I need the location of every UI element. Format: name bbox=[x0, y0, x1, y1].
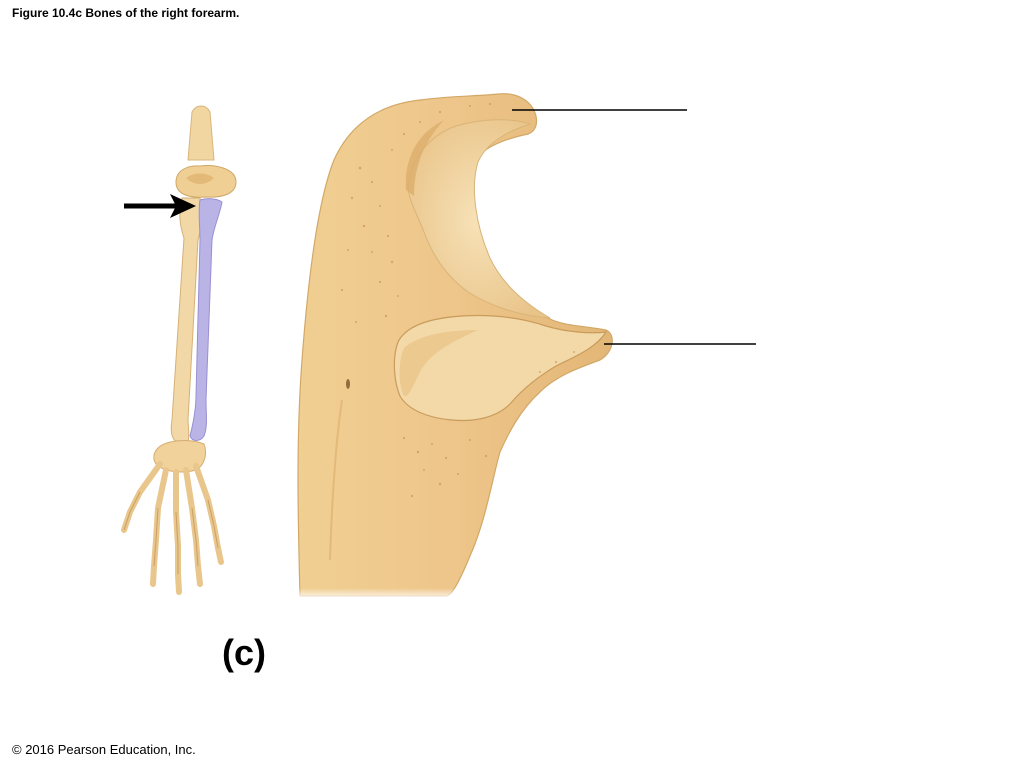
copyright-notice: © 2016 Pearson Education, Inc. bbox=[12, 742, 196, 757]
forearm-skeleton-overview bbox=[121, 105, 237, 595]
humerus-distal bbox=[187, 105, 215, 161]
figure-title: Figure 10.4c Bones of the right forearm. bbox=[12, 6, 240, 20]
pointer-arrow bbox=[124, 194, 196, 218]
panel-label: (c) bbox=[222, 632, 266, 673]
bone-texture bbox=[340, 102, 575, 498]
proximal-ulna-closeup bbox=[290, 93, 613, 600]
radius-bone-highlighted bbox=[189, 198, 223, 441]
trochlear-notch bbox=[407, 119, 551, 319]
hand-bones bbox=[121, 461, 224, 595]
